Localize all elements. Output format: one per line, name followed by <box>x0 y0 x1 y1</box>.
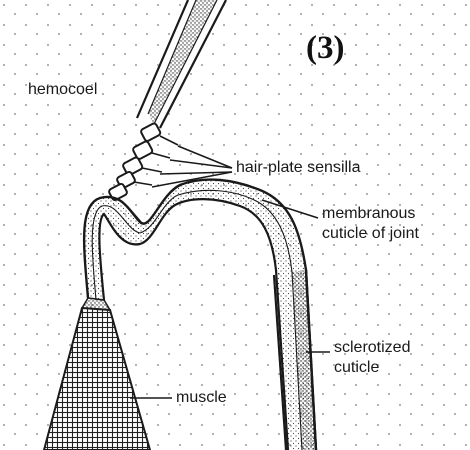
label-sclerotized-line2: cuticle <box>334 358 379 377</box>
label-muscle: muscle <box>176 388 227 407</box>
label-hemocoel: hemocoel <box>28 80 97 99</box>
label-sclerotized-line1: sclerotized <box>334 338 410 357</box>
panel-number: (3) <box>306 30 344 67</box>
label-membranous-line1: membranous <box>322 204 415 223</box>
label-membranous-line2: cuticle of joint <box>322 224 419 243</box>
label-hair-plate-sensilla: hair-plate sensilla <box>236 158 361 177</box>
